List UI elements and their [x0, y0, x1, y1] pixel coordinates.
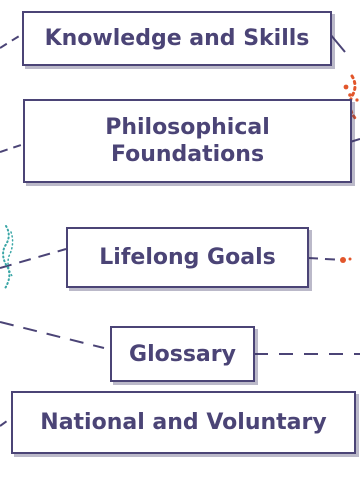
connector-line: [329, 33, 346, 53]
teal-accent-dots: [2, 225, 14, 291]
knowledge-and-skills-label: Knowledge and Skills: [44, 26, 310, 51]
glossary-label: Glossary: [129, 341, 236, 367]
philosophical-foundations-button[interactable]: Philosophical Foundations: [23, 99, 352, 183]
glossary-button[interactable]: Glossary: [110, 326, 255, 382]
philosophical-foundations-label-line-2: Foundations: [110, 142, 265, 167]
connector-line: [0, 32, 25, 49]
lifelong-goals-button[interactable]: Lifelong Goals: [66, 227, 309, 288]
connector-line: [0, 143, 25, 153]
knowledge-and-skills-button[interactable]: Knowledge and Skills: [22, 11, 332, 66]
philosophical-foundations-label-line-1: Philosophical: [105, 115, 270, 140]
connector-line: [0, 248, 67, 269]
national-and-voluntary-button[interactable]: National and Voluntary: [11, 391, 356, 454]
lifelong-goals-label: Lifelong Goals: [99, 245, 276, 270]
connector-line: [0, 321, 105, 349]
connector-line: [307, 257, 345, 261]
national-and-voluntary-label: National and Voluntary: [40, 410, 327, 435]
